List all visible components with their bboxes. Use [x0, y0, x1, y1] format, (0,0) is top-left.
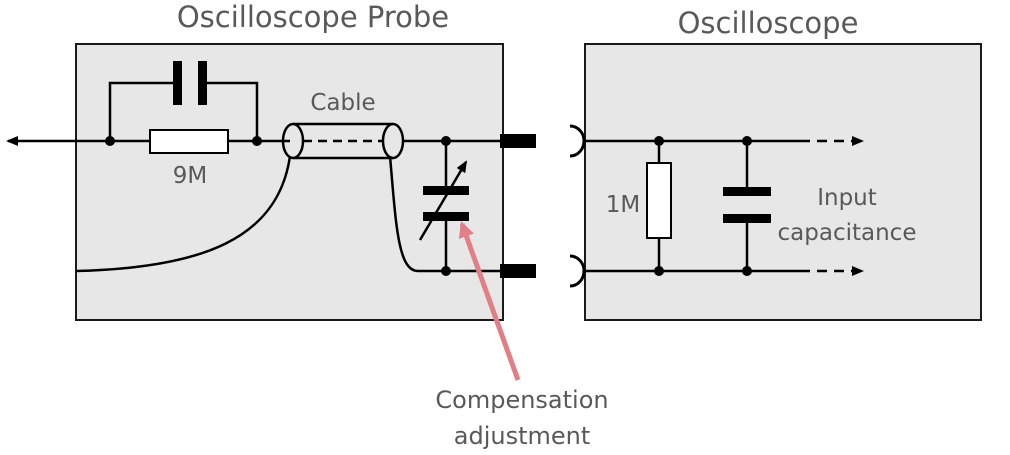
junction-dot — [742, 136, 752, 146]
ground-lead-curve — [75, 155, 292, 273]
variable-arrow-icon — [418, 160, 468, 241]
junction-dot — [105, 136, 115, 146]
parallel-cap-wire-left — [108, 81, 178, 141]
scope-circuit: 1M Input capacitance — [569, 124, 917, 288]
junction-dot — [252, 136, 262, 146]
probe-connector-bottom — [500, 264, 536, 278]
probe-title: Oscilloscope Probe — [177, 0, 449, 34]
shield-return-wire — [388, 155, 500, 273]
junction-dot — [742, 266, 752, 276]
scope-title: Oscilloscope — [678, 6, 859, 40]
scope-box — [584, 43, 982, 321]
comp-cap-plate-bottom — [423, 212, 469, 221]
probe-connector-top — [500, 134, 536, 148]
coax-cable-symbol — [281, 122, 405, 160]
callout-line1: Compensation — [435, 386, 608, 414]
resistor-1m-label: 1M — [606, 192, 640, 218]
cable-label: Cable — [310, 90, 375, 116]
resistor-9m-label: 9M — [173, 163, 207, 189]
resistor-1m-symbol — [646, 162, 672, 239]
input-cap-plate-top — [723, 187, 771, 196]
resistor-9m-symbol — [149, 129, 229, 154]
input-cap-label-line1: Input — [817, 185, 877, 211]
parallel-cap-plate-left — [173, 61, 182, 105]
input-cap-label-line2: capacitance — [778, 220, 917, 246]
parallel-cap-plate-right — [198, 61, 207, 105]
probe-circuit: 9M Cable — [6, 61, 536, 278]
junction-dot — [441, 136, 451, 146]
scope-socket-bottom — [569, 254, 586, 288]
junction-dot — [654, 136, 664, 146]
probe-box — [75, 43, 504, 321]
junction-dot — [654, 266, 664, 276]
comp-cap-plate-top — [423, 186, 469, 195]
parallel-cap-wire-right — [202, 81, 259, 141]
junction-dot — [441, 266, 451, 276]
callout-line2: adjustment — [454, 422, 591, 450]
scope-socket-top — [569, 124, 586, 158]
input-cap-plate-bottom — [723, 214, 771, 223]
compensation-callout-arrow — [458, 221, 521, 381]
